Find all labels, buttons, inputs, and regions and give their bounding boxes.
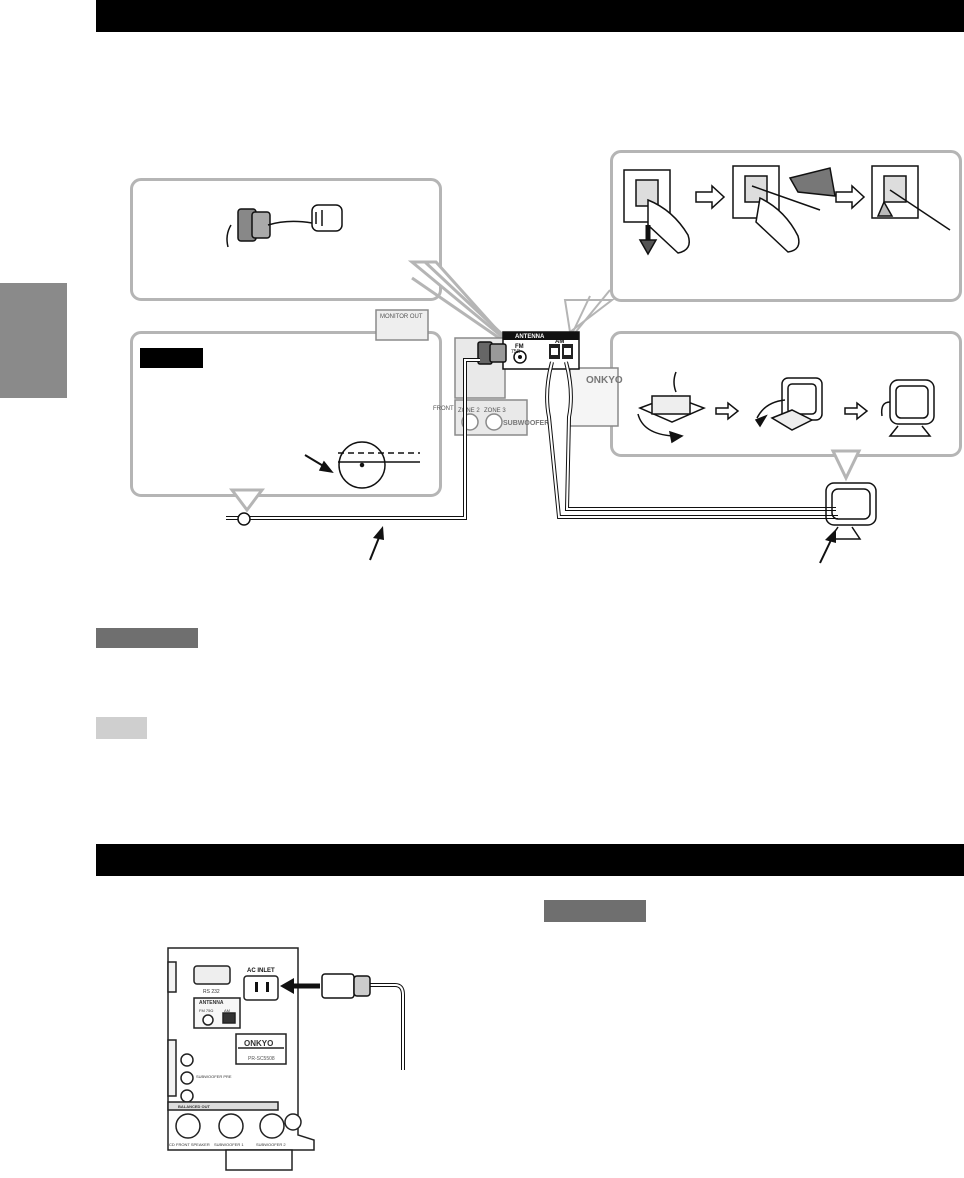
subwoofer-pre-label: SUBWOOFER PRE <box>196 1074 232 1079</box>
section-header-bar-antenna <box>96 0 964 32</box>
monitor-out-label: MONITOR OUT <box>380 314 423 320</box>
power-rear-panel <box>167 947 315 1171</box>
loop-arrow-1 <box>715 401 740 421</box>
am-terminal-step-release <box>871 165 951 231</box>
am-loop-step-3 <box>880 379 935 437</box>
am-terminal-step-insert <box>732 165 836 253</box>
antenna-title: ANTENNA <box>515 334 545 340</box>
important-tag <box>140 348 203 368</box>
fm-plug-connected <box>477 341 507 365</box>
am-antenna-arrow <box>819 529 836 564</box>
fm-antenna-wire <box>226 358 480 526</box>
rs232-label: RS 232 <box>203 989 220 995</box>
am-label: AM <box>555 339 564 345</box>
power-cord-plug <box>321 973 405 1070</box>
loop-arrow-2 <box>844 401 869 421</box>
fm-plug-drawing <box>226 204 343 248</box>
fm-plug-callout <box>130 178 442 301</box>
cd-label: CD <box>169 1142 175 1147</box>
balanced-out-label: BALANCED OUT <box>178 1104 211 1109</box>
chapter-side-tab <box>0 283 67 398</box>
power-antenna-label: ANTENNA <box>199 1000 224 1006</box>
caution-tag-2 <box>544 900 646 922</box>
am-loop-step-2 <box>754 377 823 431</box>
callout-pointers <box>229 260 862 513</box>
power-model-label: PR-SC5508 <box>248 1056 275 1062</box>
zone-2-label: ZONE 2 <box>458 408 480 414</box>
am-terminal-step-press <box>623 169 690 256</box>
fm-antenna-tip-drawing <box>304 441 420 489</box>
ac-inlet-socket <box>255 982 269 992</box>
step-arrow-1 <box>695 184 726 210</box>
fm-impedance-label: 75Ω <box>511 349 521 355</box>
front-speaker-label: FRONT SPEAKER <box>176 1142 210 1147</box>
note-tag <box>96 717 147 739</box>
power-fm-label: FM 75Ω <box>199 1008 213 1013</box>
plug-insert-arrow <box>280 978 320 994</box>
am-loop-step-1 <box>637 371 706 444</box>
power-am-label: AM <box>224 1008 230 1013</box>
ac-inlet-label: AC INLET <box>247 968 275 974</box>
subwoofer-1-label: SUBWOOFER 1 <box>214 1142 244 1147</box>
section-header-bar-power <box>96 844 964 876</box>
power-brand-label: ONKYO <box>244 1039 273 1048</box>
zone-3-label: ZONE 3 <box>484 408 506 414</box>
brand-label: ONKYO <box>586 375 623 386</box>
caution-tag-1 <box>96 628 198 648</box>
step-arrow-2 <box>835 184 866 210</box>
am-antenna-wire <box>545 361 838 519</box>
subwoofer-2-label: SUBWOOFER 2 <box>256 1142 286 1147</box>
fm-label: FM <box>515 344 524 350</box>
fm-antenna-arrow <box>369 526 384 561</box>
front-label: FRONT <box>433 406 454 412</box>
subwoofer-label: SUBWOOFER <box>503 420 549 427</box>
